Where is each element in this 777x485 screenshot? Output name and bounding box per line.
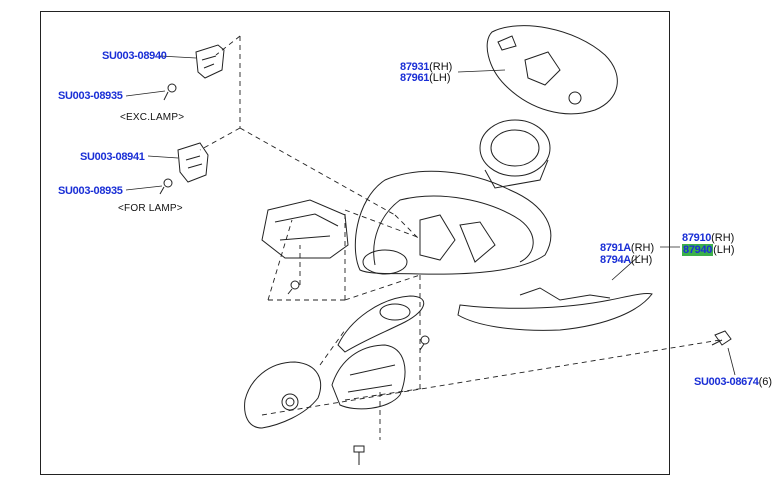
part-code-8791a[interactable]: 8791A — [600, 242, 631, 254]
side-rh: (RH) — [630, 242, 655, 254]
guide-lines — [199, 35, 721, 440]
part-su003-08674-label: SU003-08674(6) — [694, 376, 772, 388]
bracket-exc-lamp — [195, 44, 225, 79]
screw-middle — [159, 178, 173, 195]
part-code-su003-08941[interactable]: SU003-08941 — [80, 151, 145, 163]
part-code-su003-08935-lower[interactable]: SU003-08935 — [58, 185, 123, 197]
quantity: (6) — [758, 376, 773, 388]
part-code-su003-08674[interactable]: SU003-08674 — [694, 376, 759, 388]
part-code-8794a[interactable]: 8794A — [600, 254, 631, 266]
part-code-87910[interactable]: 87910 — [682, 232, 712, 244]
side-rh: (RH) — [711, 232, 735, 244]
mirror-cover — [457, 287, 653, 331]
part-code-su003-08935-upper[interactable]: SU003-08935 — [58, 90, 123, 102]
lamp-module — [261, 199, 349, 259]
part-code-su003-08940[interactable]: SU003-08940 — [102, 50, 167, 62]
bracket-for-lamp — [177, 142, 209, 183]
screw-lamp — [287, 280, 300, 295]
part-code-87931[interactable]: 87931 — [400, 61, 430, 73]
for-lamp-note: <FOR LAMP> — [118, 203, 183, 214]
leader-lines — [125, 55, 736, 376]
mirror-housing — [354, 170, 552, 275]
part-code-87961[interactable]: 87961 — [400, 72, 430, 84]
part-8791a-label: 8791A(RH) — [600, 242, 654, 254]
mirror-base-cover — [337, 295, 425, 353]
mirror-glass — [486, 25, 618, 115]
part-8794a-label: 8794A(LH) — [600, 254, 652, 266]
diagram-frame — [40, 11, 670, 475]
exc-lamp-note: <EXC.LAMP> — [120, 112, 185, 123]
side-lh: (LH) — [713, 244, 735, 256]
part-87961-label: 87961(LH) — [400, 72, 450, 84]
bolt-bottom — [353, 445, 365, 465]
side-lh: (LH) — [630, 254, 653, 266]
mirror-gasket — [244, 361, 322, 429]
mirror-base — [331, 344, 406, 410]
screw-upper — [163, 83, 177, 101]
part-code-87940-highlighted[interactable]: 87940 — [682, 244, 714, 256]
mirror-actuator — [479, 119, 551, 189]
screw-base — [419, 335, 430, 351]
side-rh: (RH) — [429, 61, 453, 73]
part-87931-label: 87931(RH) — [400, 61, 452, 73]
part-87910-label: 87910(RH) — [682, 232, 734, 244]
bolt-right — [711, 330, 732, 346]
side-lh: (LH) — [429, 72, 451, 84]
part-87940-label: 87940(LH) — [682, 244, 734, 256]
